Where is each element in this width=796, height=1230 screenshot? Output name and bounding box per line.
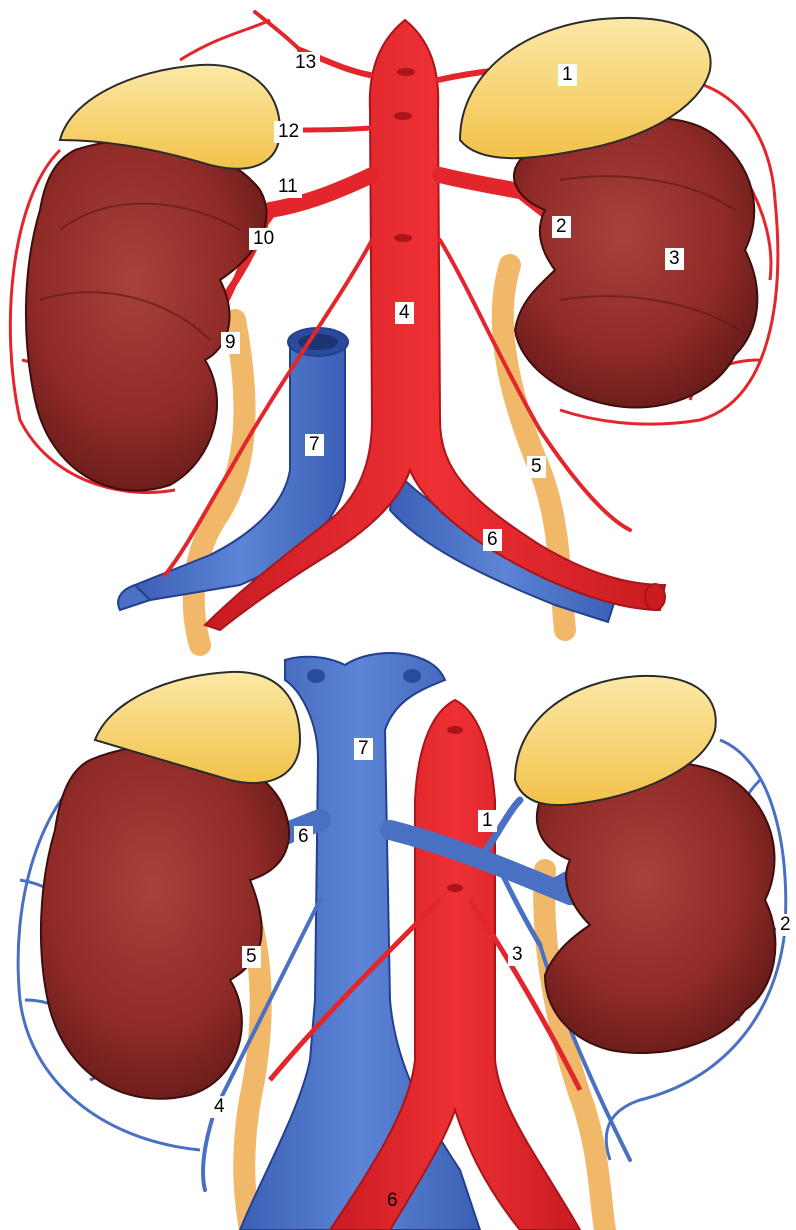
venous-panel xyxy=(18,653,786,1230)
label-middle-adrenal-artery: 12 xyxy=(274,121,303,143)
label-aorta: 4 xyxy=(395,302,414,324)
label-left-renal-vein: 1 xyxy=(478,810,497,832)
arterial-panel xyxy=(10,12,777,645)
label-capsular-veins: 2 xyxy=(776,914,795,936)
label-inferior-vena-cava-lower: 7 xyxy=(354,738,373,760)
label-renal-artery: 2 xyxy=(552,216,571,238)
label-ureter-lower: 5 xyxy=(242,946,261,968)
label-gonadal-vein-left: 3 xyxy=(508,944,527,966)
label-iliac-bifurcation: 6 xyxy=(383,1190,402,1212)
label-inferior-vena-cava: 7 xyxy=(305,434,324,456)
label-common-iliac-vein-left: 6 xyxy=(483,529,502,551)
label-renal-artery-branches: 10 xyxy=(249,228,278,250)
label-ureter: 9 xyxy=(221,332,240,354)
label-inferior-phrenic-artery: 13 xyxy=(291,52,320,74)
label-gonadal-artery: 5 xyxy=(527,456,546,478)
label-adrenal-gland: 1 xyxy=(558,64,577,86)
label-gonadal-vein-right: 4 xyxy=(210,1096,229,1118)
label-right-renal-vein: 6 xyxy=(294,826,313,848)
label-kidney: 3 xyxy=(665,248,684,270)
label-inferior-adrenal-artery: 11 xyxy=(274,176,302,198)
left-kidney-lower xyxy=(537,762,776,1053)
left-kidney xyxy=(514,118,757,407)
right-kidney xyxy=(26,140,267,491)
